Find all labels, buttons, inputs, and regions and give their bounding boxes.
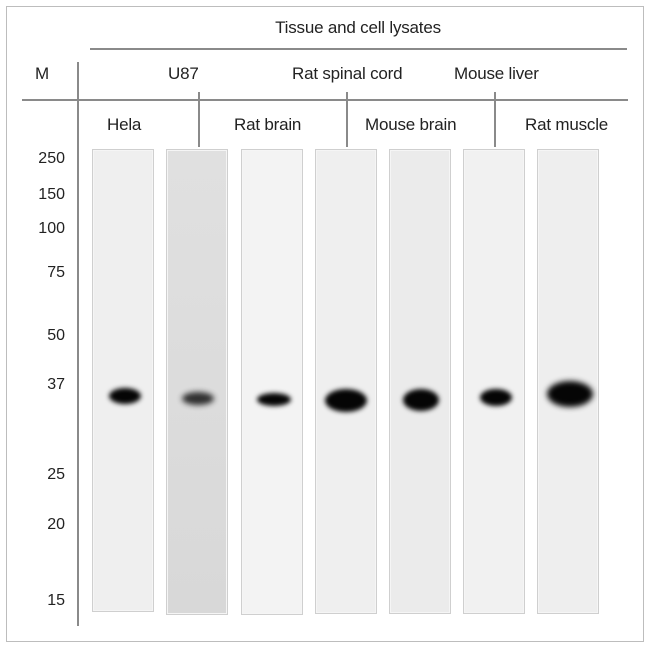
lane-label-u87: U87 <box>168 64 199 83</box>
marker-divider <box>77 62 79 626</box>
connector-rat-spinal-cord <box>346 92 348 147</box>
lane-label-rat-spinal-cord: Rat spinal cord <box>292 64 403 83</box>
marker-header: M <box>35 64 49 83</box>
lane-rat-spinal-cord <box>315 149 377 614</box>
marker-100: 100 <box>38 220 65 237</box>
marker-37: 37 <box>47 376 65 393</box>
marker-50: 50 <box>47 327 65 344</box>
marker-15: 15 <box>47 592 65 609</box>
lane-label-mouse-brain: Mouse brain <box>365 115 457 134</box>
marker-75: 75 <box>47 264 65 281</box>
figure-frame <box>6 6 644 642</box>
figure-title: Tissue and cell lysates <box>275 18 441 37</box>
connector-mouse-liver <box>494 92 496 147</box>
band <box>325 389 367 412</box>
connector-u87 <box>198 92 200 147</box>
lane-u87 <box>166 149 228 615</box>
band <box>547 381 593 407</box>
lane-label-mouse-liver: Mouse liver <box>454 64 539 83</box>
header-divider <box>22 99 628 101</box>
lane-label-rat-brain: Rat brain <box>234 115 302 134</box>
marker-150: 150 <box>38 186 65 203</box>
lane-label-hela: Hela <box>107 115 142 134</box>
lane-hela <box>92 149 154 612</box>
lane-rat-brain <box>241 149 303 615</box>
title-underline <box>90 48 627 50</box>
band <box>257 393 291 406</box>
band <box>109 388 141 404</box>
lane-mouse-liver <box>463 149 525 614</box>
band <box>182 392 214 405</box>
band <box>403 389 439 411</box>
lane-mouse-brain <box>389 149 451 614</box>
lane-rat-muscle <box>537 149 599 614</box>
marker-20: 20 <box>47 516 65 533</box>
marker-25: 25 <box>47 466 65 483</box>
band <box>480 389 512 406</box>
lane-label-rat-muscle: Rat muscle <box>525 115 609 134</box>
marker-250: 250 <box>38 150 65 167</box>
